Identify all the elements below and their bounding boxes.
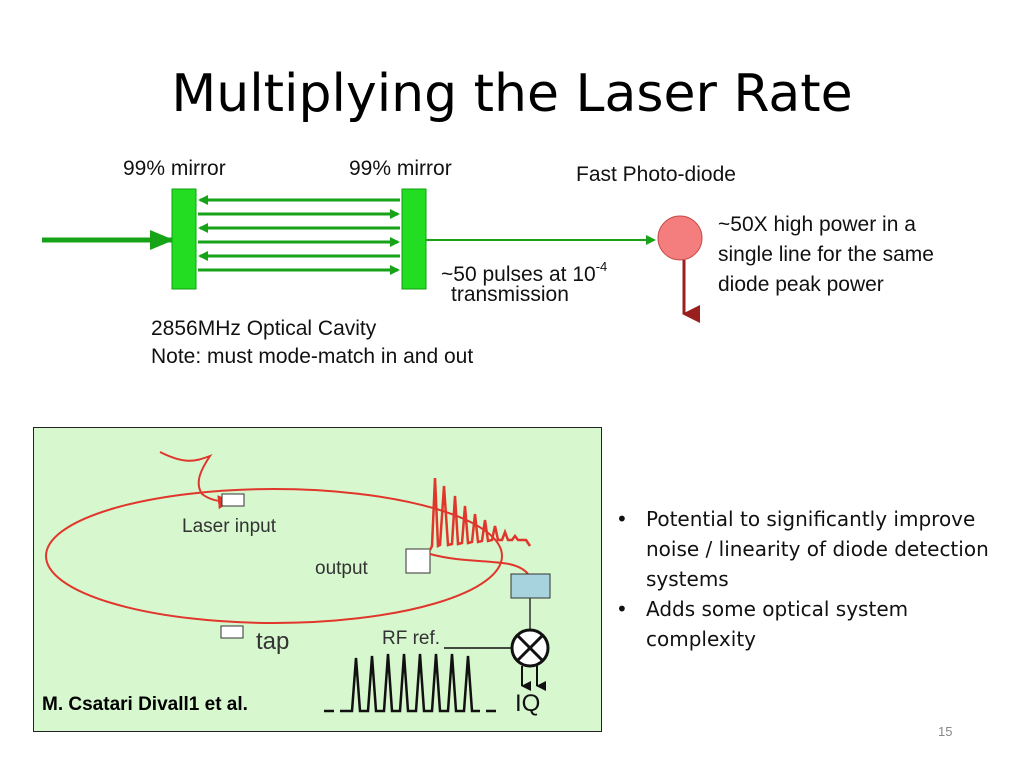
pulses-exponent: -4 <box>595 259 608 274</box>
mixer-icon <box>510 628 550 668</box>
cavity-note: Note: must mode-match in and out <box>151 345 474 368</box>
detector-box <box>510 573 551 599</box>
output-pulse-train <box>428 477 532 551</box>
right-mirror <box>401 188 427 290</box>
bullet-item: • Adds some optical system complexity <box>610 594 1000 654</box>
tap-label: tap <box>256 628 290 655</box>
cavity-label: 2856MHz Optical Cavity <box>151 317 377 340</box>
right-mirror-label: 99% mirror <box>349 157 452 180</box>
laser-input-label: Laser input <box>182 516 277 537</box>
photodiode-label: Fast Photo-diode <box>576 163 736 186</box>
bullet-text: Potential to significantly improve noise… <box>646 507 989 591</box>
pulses-label-text: ~50 pulses at 10 <box>441 263 596 286</box>
left-mirror <box>171 188 197 290</box>
tap-coupler <box>220 625 244 639</box>
bullet-item: • Potential to significantly improve noi… <box>610 504 1000 594</box>
bullet-marker: • <box>616 507 628 531</box>
ring-cavity-figure <box>45 451 551 713</box>
power-note-line-1: ~50X high power in a <box>718 213 916 236</box>
input-coupler <box>221 493 245 507</box>
laser-input-pulse <box>159 451 232 510</box>
page-number: 15 <box>938 724 953 739</box>
cavity-beams <box>198 195 400 275</box>
transmission-label: transmission <box>451 283 569 306</box>
left-mirror-label: 99% mirror <box>123 157 226 180</box>
bullet-text: Adds some optical system complexity <box>646 597 909 651</box>
output-coupler <box>405 548 431 574</box>
bullet-marker: • <box>616 597 628 621</box>
bullet-list: • Potential to significantly improve noi… <box>610 504 1000 654</box>
photodiode-icon <box>657 215 703 261</box>
rf-ref-label: RF ref. <box>382 628 441 649</box>
fiber-path <box>429 553 529 575</box>
cavity-diagram <box>42 188 703 323</box>
rf-ref-pulse-train <box>324 653 496 713</box>
ring-cavity-panel: Laser input output tap RF ref. IQ <box>33 427 602 732</box>
pulses-label: ~50 pulses at 10-4 <box>441 254 607 288</box>
power-note-line-3: diode peak power <box>718 273 884 296</box>
power-note-line-2: single line for the same <box>718 243 934 266</box>
ring-cavity <box>45 488 503 624</box>
output-label: output <box>315 558 368 579</box>
slide-title: Multiplying the Laser Rate <box>171 64 853 124</box>
figure-credit: M. Csatari Divall1 et al. <box>42 694 248 715</box>
iq-label: IQ <box>515 690 541 717</box>
